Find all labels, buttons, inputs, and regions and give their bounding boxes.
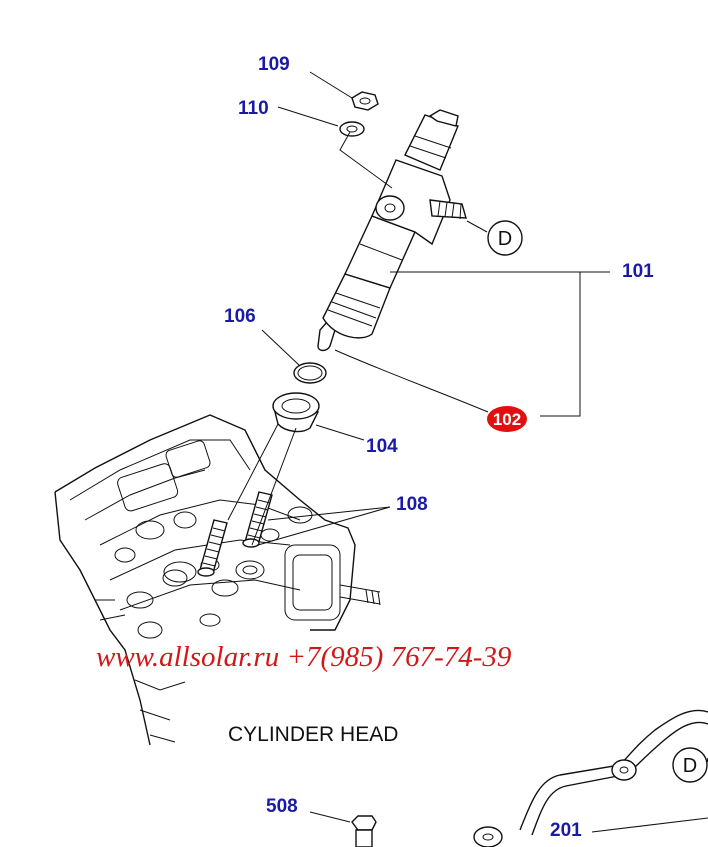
washer-110-drawing (339, 121, 365, 137)
highlight-badge (487, 406, 527, 432)
diagram-caption: CYLINDER HEAD (228, 723, 398, 746)
callout-108[interactable]: 108 (396, 494, 428, 515)
callout-201[interactable]: 201 (550, 820, 582, 841)
svg-text:D: D (683, 755, 697, 777)
callout-102[interactable]: 102 (493, 410, 521, 429)
fuel-pipe-201-drawing (473, 709, 708, 847)
callout-102-highlight[interactable]: 102 (487, 406, 527, 432)
callout-104[interactable]: 104 (366, 436, 398, 457)
reference-circle-d-injector: D (487, 220, 523, 256)
cylinder-head-drawing (54, 414, 381, 746)
nut-109-drawing (351, 91, 379, 111)
callout-110[interactable]: 110 (238, 98, 269, 119)
stud-108-drawing (197, 491, 273, 577)
callout-508[interactable]: 508 (266, 796, 298, 817)
bolt-508-drawing (351, 815, 377, 847)
callout-106[interactable]: 106 (224, 306, 256, 327)
leader-lines (227, 71, 708, 833)
injector-101-drawing (317, 109, 467, 352)
seat-104-drawing (272, 392, 320, 433)
svg-text:D: D (498, 228, 512, 250)
callout-109[interactable]: 109 (258, 54, 290, 75)
watermark-text: www.allsolar.ru +7(985) 767-74-39 (96, 641, 512, 673)
reference-circle-d-pipe: D (672, 747, 708, 783)
callout-101[interactable]: 101 (622, 261, 654, 282)
